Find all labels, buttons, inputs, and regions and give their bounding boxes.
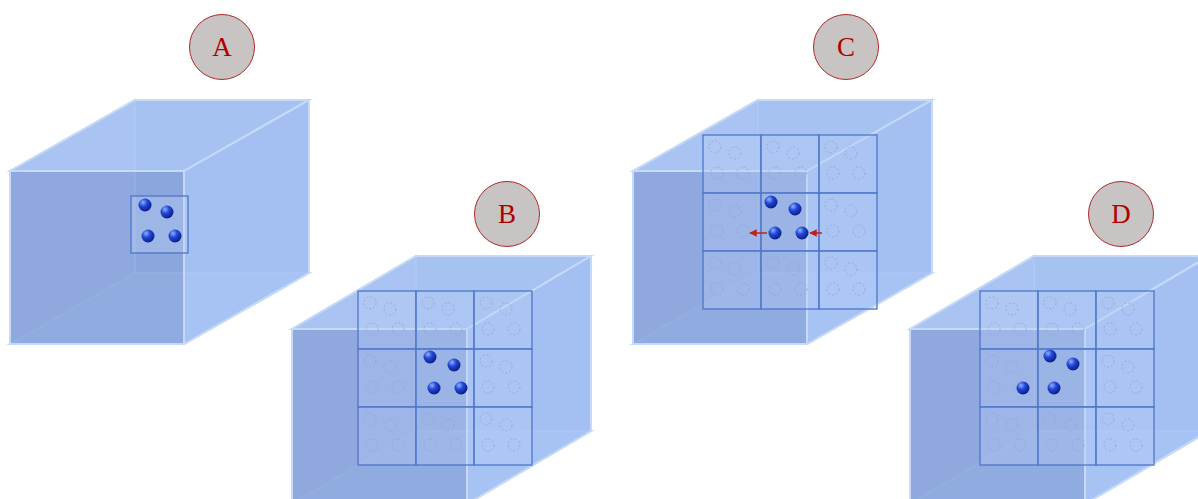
box-container: [910, 256, 1198, 499]
particle: [765, 196, 778, 209]
particle: [769, 227, 782, 240]
panel-letter: B: [498, 201, 516, 228]
panel-label-circle: C: [813, 14, 879, 80]
box-container: [10, 100, 309, 344]
motion-arrow: [810, 232, 822, 234]
motion-arrow: [750, 232, 767, 234]
particle: [455, 382, 468, 395]
particle: [161, 206, 174, 219]
cell-grid: [358, 291, 532, 465]
box-face: [1085, 256, 1198, 499]
panel-label-circle: A: [189, 14, 255, 80]
particle: [139, 199, 152, 212]
panel-label-circle: D: [1088, 181, 1154, 247]
particle: [1017, 382, 1030, 395]
box-container: [633, 100, 932, 344]
cell-grid: [703, 135, 877, 309]
particle: [142, 230, 155, 243]
box-face: [184, 100, 309, 344]
particle: [448, 359, 461, 372]
particle: [789, 203, 802, 216]
cell-grid: [980, 291, 1154, 465]
panel-letter: D: [1111, 201, 1131, 228]
box-face: [467, 256, 591, 499]
particle: [1048, 382, 1061, 395]
particle: [428, 382, 441, 395]
particle: [1044, 350, 1057, 363]
particle: [1067, 358, 1080, 371]
particle: [424, 351, 437, 364]
panel-letter: A: [212, 34, 232, 61]
panel-letter: C: [837, 34, 855, 61]
particle: [796, 227, 809, 240]
particle: [169, 230, 182, 243]
cell: [131, 196, 188, 253]
box-container: [292, 256, 591, 499]
panel-label-circle: B: [474, 181, 540, 247]
box-face: [807, 100, 932, 344]
